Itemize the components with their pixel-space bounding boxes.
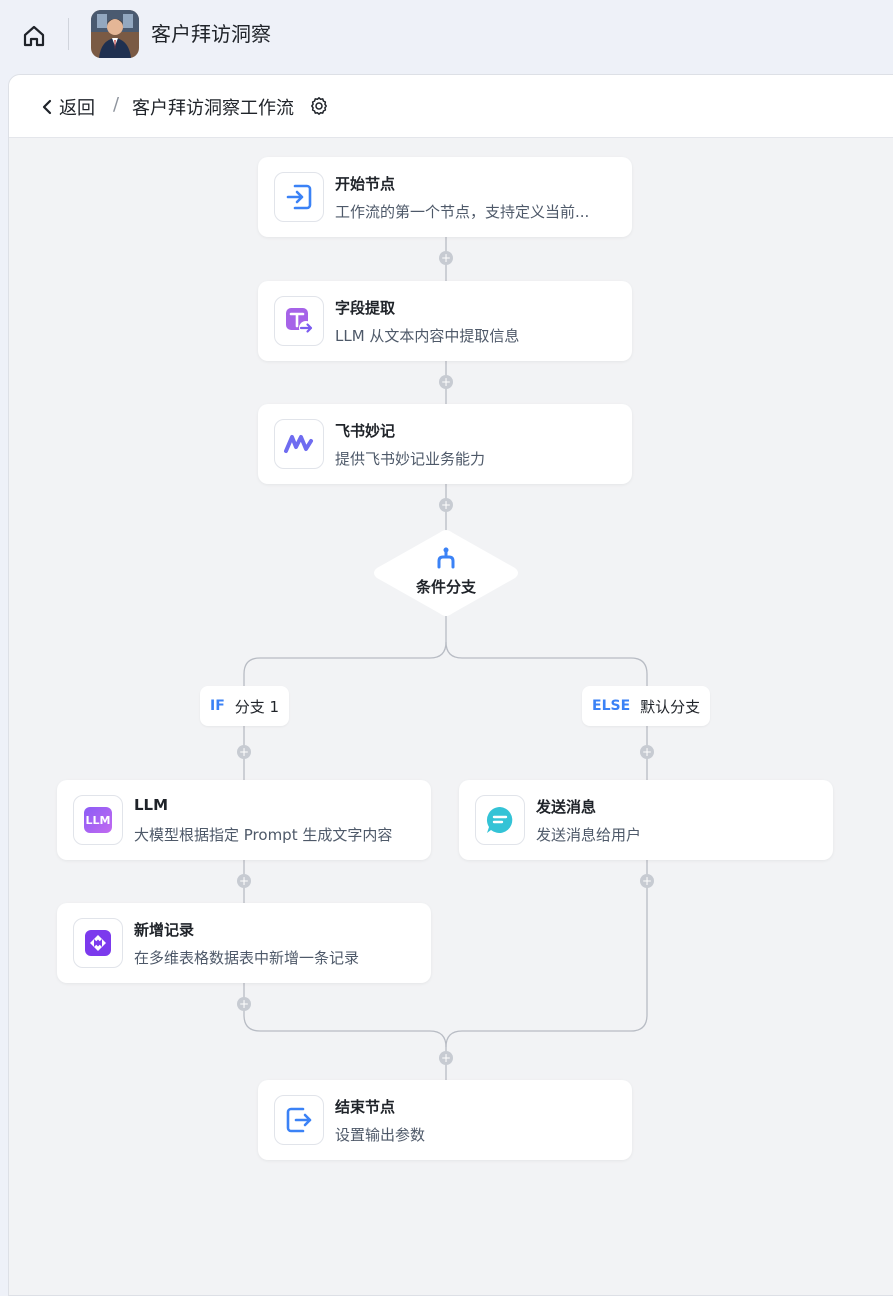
minutes-node[interactable]: 飞书妙记 提供飞书妙记业务能力	[258, 404, 632, 484]
settings-button[interactable]	[309, 96, 329, 116]
node-description: LLM 从文本内容中提取信息	[335, 327, 520, 345]
add-node-button[interactable]: +	[439, 251, 453, 265]
node-title: 发送消息	[536, 798, 597, 816]
add-node-button[interactable]: +	[439, 1051, 453, 1065]
add-node-button[interactable]: +	[439, 498, 453, 512]
send-message-node[interactable]: 发送消息 发送消息给用户	[459, 780, 833, 860]
if-branch-name: 分支 1	[234, 697, 280, 716]
end-node[interactable]: 结束节点 设置输出参数	[258, 1080, 632, 1160]
node-description: 在多维表格数据表中新增一条记录	[134, 949, 360, 967]
node-description: 工作流的第一个节点，支持定义当前...	[335, 203, 590, 221]
llm-node[interactable]: LLM LLM 大模型根据指定 Prompt 生成文字内容	[57, 780, 431, 860]
if-branch-label[interactable]: IF 分支 1	[200, 686, 290, 726]
avatar[interactable]	[91, 10, 139, 58]
llm-icon-text: LLM	[85, 813, 111, 827]
home-icon	[23, 25, 45, 47]
else-keyword: ELSE	[592, 698, 631, 714]
add-node-button[interactable]: +	[640, 745, 654, 759]
if-keyword: IF	[210, 698, 225, 714]
node-description: 大模型根据指定 Prompt 生成文字内容	[134, 826, 393, 844]
node-description: 设置输出参数	[335, 1126, 426, 1144]
node-title: 字段提取	[335, 299, 396, 317]
branch-icon	[437, 547, 455, 569]
enter-icon	[274, 172, 324, 222]
node-title: 新增记录	[134, 921, 195, 939]
breadcrumb-separator: /	[113, 94, 120, 115]
top-bar: 客户拜访洞察	[0, 0, 893, 72]
llm-icon: LLM	[73, 795, 123, 845]
home-button[interactable]	[18, 20, 50, 52]
divider	[68, 18, 69, 50]
condition-label: 条件分支	[415, 578, 476, 596]
add-node-button[interactable]: +	[237, 745, 251, 759]
node-title: LLM	[134, 796, 169, 814]
add-record-node[interactable]: 新增记录 在多维表格数据表中新增一条记录	[57, 903, 431, 983]
message-icon	[475, 795, 525, 845]
back-label: 返回	[59, 98, 95, 119]
workflow-title: 客户拜访洞察工作流	[132, 98, 294, 119]
node-description: 发送消息给用户	[536, 826, 642, 844]
node-description: 提供飞书妙记业务能力	[335, 450, 486, 468]
panel-header: 返回 / 客户拜访洞察工作流	[9, 75, 893, 138]
node-title: 飞书妙记	[335, 422, 396, 440]
field-extract-node[interactable]: 字段提取 LLM 从文本内容中提取信息	[258, 281, 632, 361]
else-branch-name: 默认分支	[640, 697, 701, 716]
node-title: 结束节点	[335, 1098, 396, 1116]
app-title: 客户拜访洞察	[151, 22, 271, 46]
condition-branch-node[interactable]: 条件分支	[371, 528, 521, 618]
add-node-button[interactable]: +	[439, 375, 453, 389]
back-button[interactable]: 返回	[39, 93, 95, 121]
add-node-button[interactable]: +	[237, 874, 251, 888]
base-record-icon	[73, 918, 123, 968]
minutes-icon	[274, 419, 324, 469]
gear-icon	[311, 97, 327, 115]
add-node-button[interactable]: +	[640, 874, 654, 888]
add-node-button[interactable]: +	[237, 997, 251, 1011]
exit-icon	[274, 1095, 324, 1145]
start-node[interactable]: 开始节点 工作流的第一个节点，支持定义当前...	[258, 157, 632, 237]
chevron-left-icon	[42, 99, 52, 115]
else-branch-label[interactable]: ELSE 默认分支	[582, 686, 711, 726]
text-extract-icon	[274, 296, 324, 346]
node-title: 开始节点	[335, 175, 396, 193]
